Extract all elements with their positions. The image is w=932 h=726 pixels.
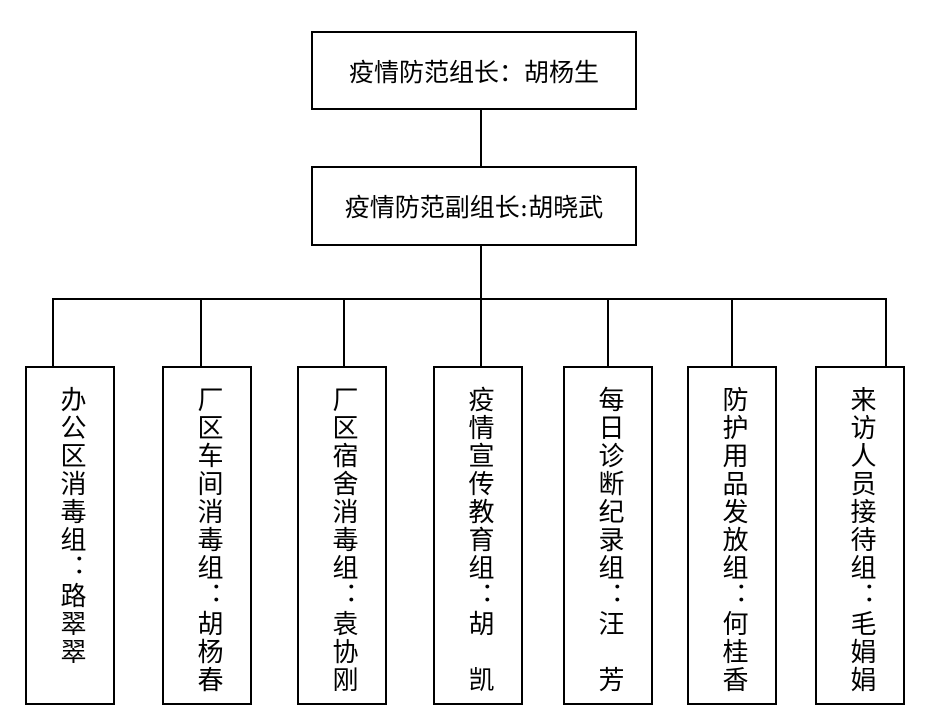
connector-deputy-bar: [480, 246, 482, 300]
group-box-dormitory-disinfection: 厂区宿舍消毒组：袁协刚: [297, 366, 387, 705]
group-label: 厂区车间消毒组：胡杨春: [192, 386, 223, 694]
drop-line-7: [885, 298, 887, 366]
group-label: 疫情宣传教育组：胡 凯: [463, 386, 494, 694]
group-box-visitor-reception: 来访人员接待组：毛娟娟: [815, 366, 905, 705]
drop-line-2: [200, 298, 202, 366]
drop-line-3: [343, 298, 345, 366]
group-label: 办公区消毒组：路翠翠: [55, 386, 86, 666]
drop-line-6: [731, 298, 733, 366]
connector-leader-deputy: [480, 110, 482, 166]
deputy-label: 疫情防范副组长:胡晓武: [344, 193, 604, 222]
group-label: 厂区宿舍消毒组：袁协刚: [327, 386, 358, 694]
group-box-protective-supplies: 防护用品发放组：何桂香: [687, 366, 777, 705]
drop-line-4: [480, 298, 482, 366]
deputy-box: 疫情防范副组长:胡晓武: [311, 166, 637, 246]
group-label: 来访人员接待组：毛娟娟: [845, 386, 876, 694]
leader-box: 疫情防范组长：胡杨生: [311, 31, 637, 110]
group-label: 每日诊断纪录组：汪 芳: [593, 386, 624, 694]
group-box-workshop-disinfection: 厂区车间消毒组：胡杨春: [162, 366, 252, 705]
group-box-publicity-education: 疫情宣传教育组：胡 凯: [433, 366, 523, 705]
group-label: 防护用品发放组：何桂香: [717, 386, 748, 694]
drop-line-1: [52, 298, 54, 366]
horizontal-connector: [52, 298, 887, 300]
group-box-office-disinfection: 办公区消毒组：路翠翠: [25, 366, 115, 705]
leader-label: 疫情防范组长：胡杨生: [348, 57, 599, 87]
drop-line-5: [607, 298, 609, 366]
group-box-daily-diagnosis: 每日诊断纪录组：汪 芳: [563, 366, 653, 705]
